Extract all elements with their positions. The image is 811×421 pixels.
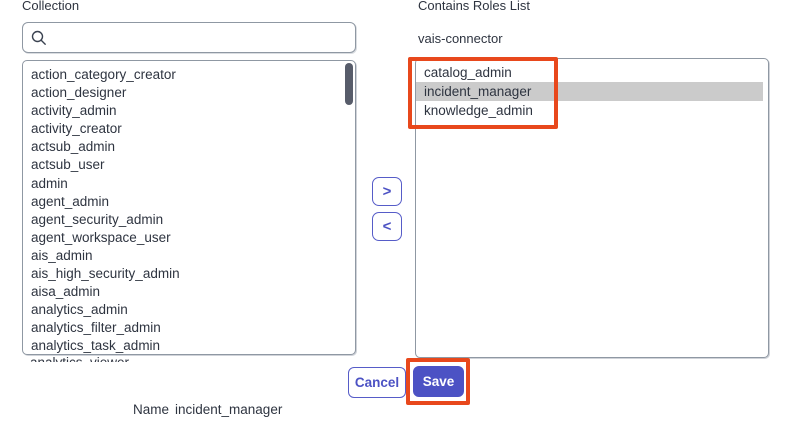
search-input[interactable] <box>51 24 350 53</box>
list-item[interactable]: ais_high_security_admin <box>31 266 180 282</box>
list-item[interactable]: actsub_admin <box>31 139 116 155</box>
remove-role-button[interactable]: < <box>372 212 402 241</box>
name-value: incident_manager <box>175 402 283 417</box>
save-button[interactable]: Save <box>413 366 464 397</box>
contains-roles-list[interactable]: catalog_admin incident_manager knowledge… <box>415 58 769 358</box>
list-item[interactable]: agent_security_admin <box>31 211 164 227</box>
name-label: Name <box>133 402 170 417</box>
list-item[interactable]: admin <box>31 175 68 191</box>
group-name-label: vais-connector <box>418 31 503 46</box>
list-item[interactable]: analytics_task_admin <box>31 338 161 354</box>
list-item[interactable]: ais_admin <box>31 247 93 263</box>
list-item[interactable]: analytics_admin <box>31 302 128 318</box>
list-item[interactable]: action_category_creator <box>31 67 176 82</box>
contains-roles-list-label: Contains Roles List <box>418 0 530 13</box>
add-role-button[interactable]: > <box>372 177 402 206</box>
clipped-list-item[interactable]: analytics_viewer <box>30 355 230 362</box>
list-item[interactable]: analytics_filter_admin <box>31 320 161 336</box>
list-item-selected[interactable]: incident_manager <box>416 82 763 101</box>
list-item[interactable]: agent_admin <box>31 193 110 209</box>
list-item[interactable]: catalog_admin <box>424 65 512 80</box>
collection-search[interactable] <box>22 22 356 53</box>
list-item[interactable]: activity_admin <box>31 103 117 119</box>
list-item[interactable]: agent_workspace_user <box>31 229 171 245</box>
cancel-button[interactable]: Cancel <box>348 367 406 398</box>
list-item[interactable]: aisa_admin <box>31 284 101 300</box>
scrollbar-thumb[interactable] <box>345 63 353 105</box>
collection-label: Collection <box>22 0 80 13</box>
collection-list[interactable]: action_category_creator action_designer … <box>22 60 356 355</box>
search-icon <box>31 30 46 45</box>
list-item[interactable]: activity_creator <box>31 121 122 137</box>
list-item[interactable]: action_designer <box>31 85 127 101</box>
list-item[interactable]: actsub_user <box>31 157 105 173</box>
list-item[interactable]: knowledge_admin <box>424 103 533 118</box>
